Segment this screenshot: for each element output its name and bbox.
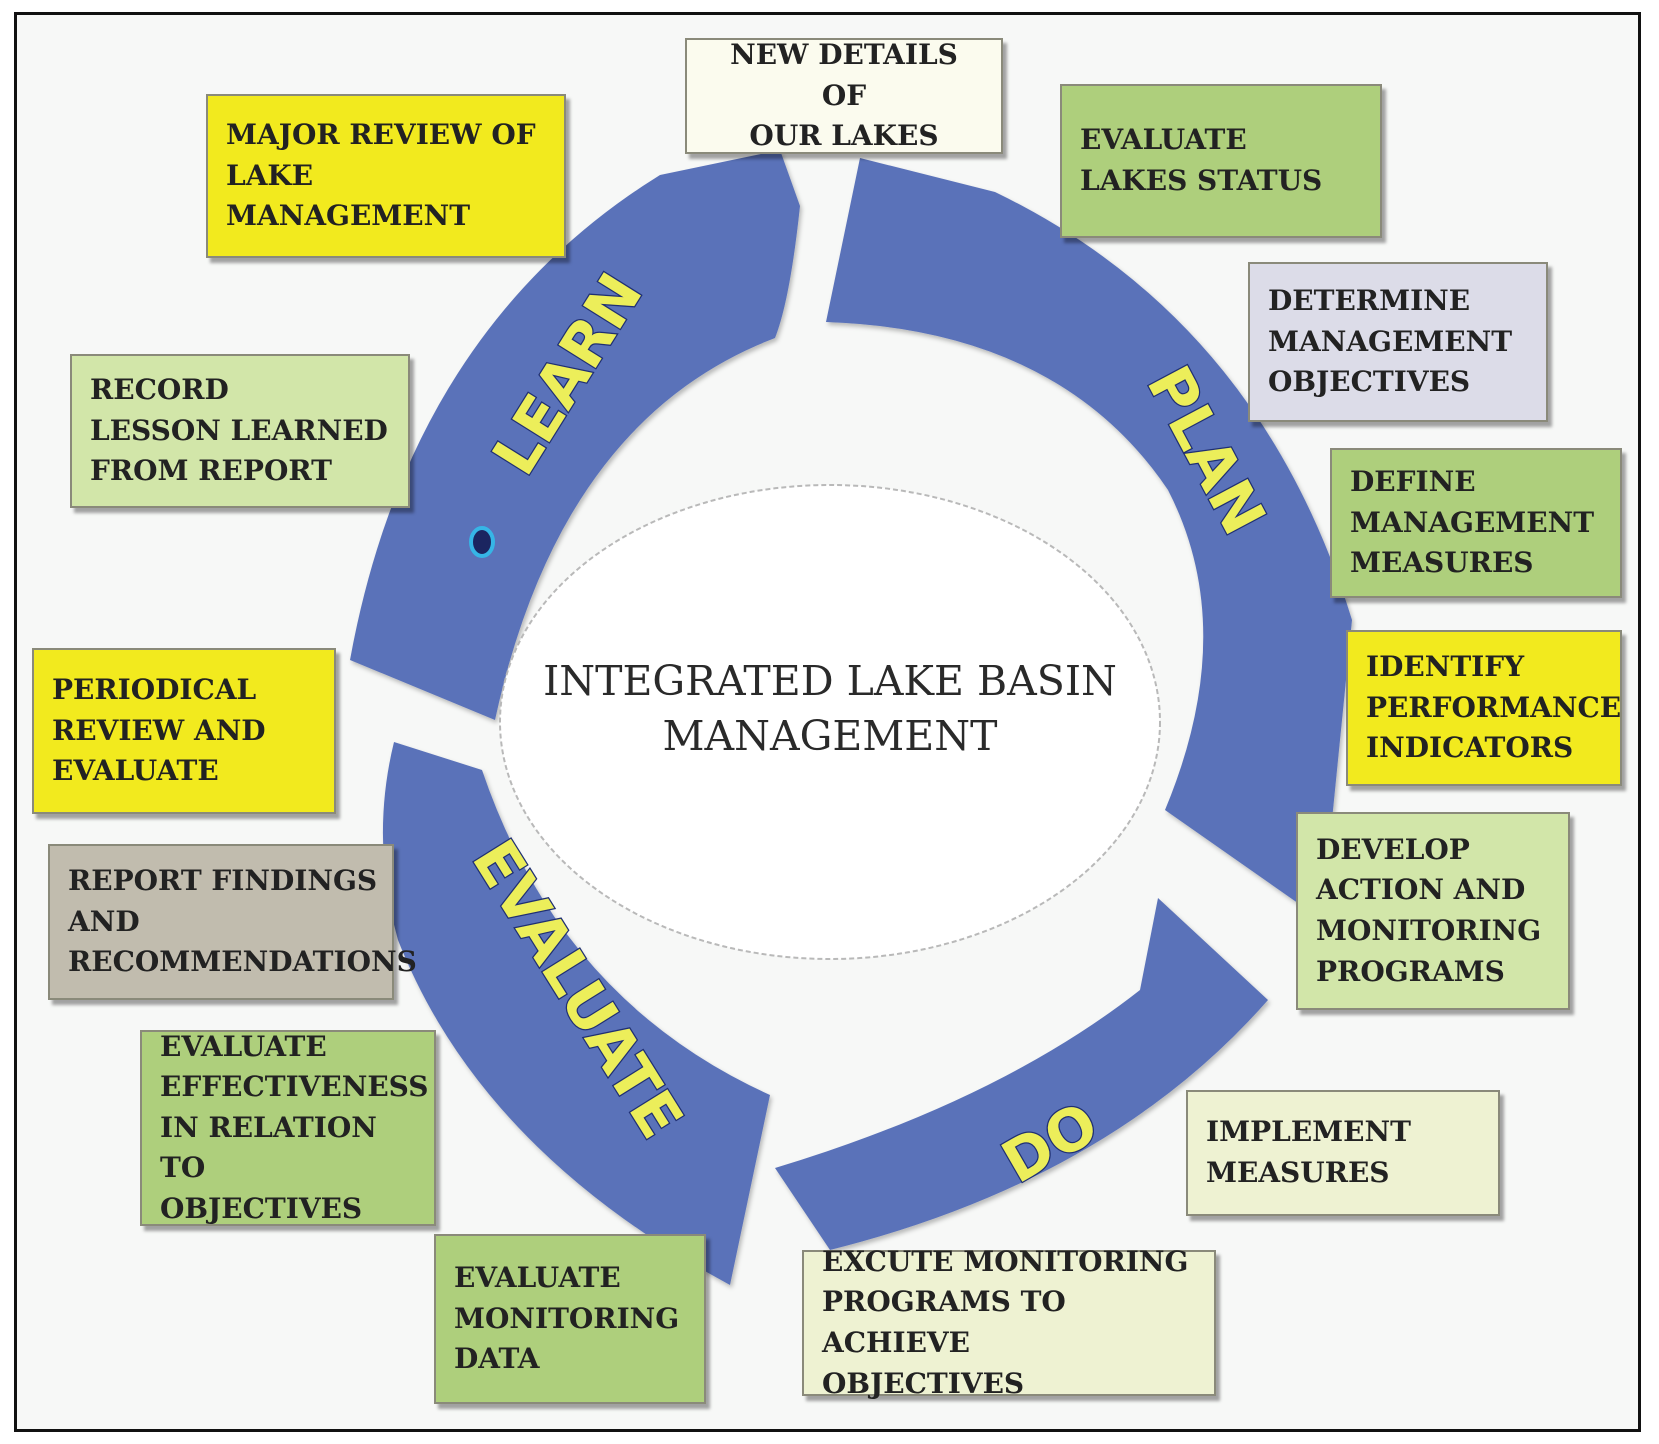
evaluate-arc [382, 742, 770, 1285]
marker-dot [469, 526, 495, 558]
box-develop-programs: DEVELOP ACTION AND MONITORING PROGRAMS [1296, 812, 1570, 1010]
box-major-review: MAJOR REVIEW OF LAKE MANAGEMENT [206, 94, 566, 258]
box-new-details: NEW DETAILS OF OUR LAKES [685, 38, 1003, 154]
box-determine-objectives: DETERMINE MANAGEMENT OBJECTIVES [1248, 262, 1548, 422]
box-implement-measures: IMPLEMENT MEASURES [1186, 1090, 1500, 1216]
box-define-measures: DEFINE MANAGEMENT MEASURES [1330, 448, 1622, 598]
learn-arc [350, 150, 800, 720]
center-ellipse [499, 484, 1161, 960]
plan-arc [826, 158, 1352, 920]
box-report-findings: REPORT FINDINGS AND RECOMMENDATIONS [48, 844, 417, 1000]
box-identify-indicators: IDENTIFY PERFORMANCE INDICATORS [1346, 630, 1622, 786]
center-title: INTEGRATED LAKE BASIN MANAGEMENT [543, 657, 1117, 761]
do-arc [775, 898, 1268, 1250]
box-record-lesson: RECORD LESSON LEARNED FROM REPORT [70, 354, 410, 508]
box-execute-monitoring: EXCUTE MONITORING PROGRAMS TO ACHIEVE OB… [802, 1245, 1216, 1400]
box-evaluate-lakes-status: EVALUATE LAKES STATUS [1060, 84, 1382, 238]
box-evaluate-effectiveness: EVALUATE EFFECTIVENESS IN RELATION TO OB… [140, 1030, 436, 1226]
box-periodical-review: PERIODICAL REVIEW AND EVALUATE [32, 648, 336, 814]
box-evaluate-monitoring-data: EVALUATE MONITORING DATA [434, 1234, 706, 1404]
